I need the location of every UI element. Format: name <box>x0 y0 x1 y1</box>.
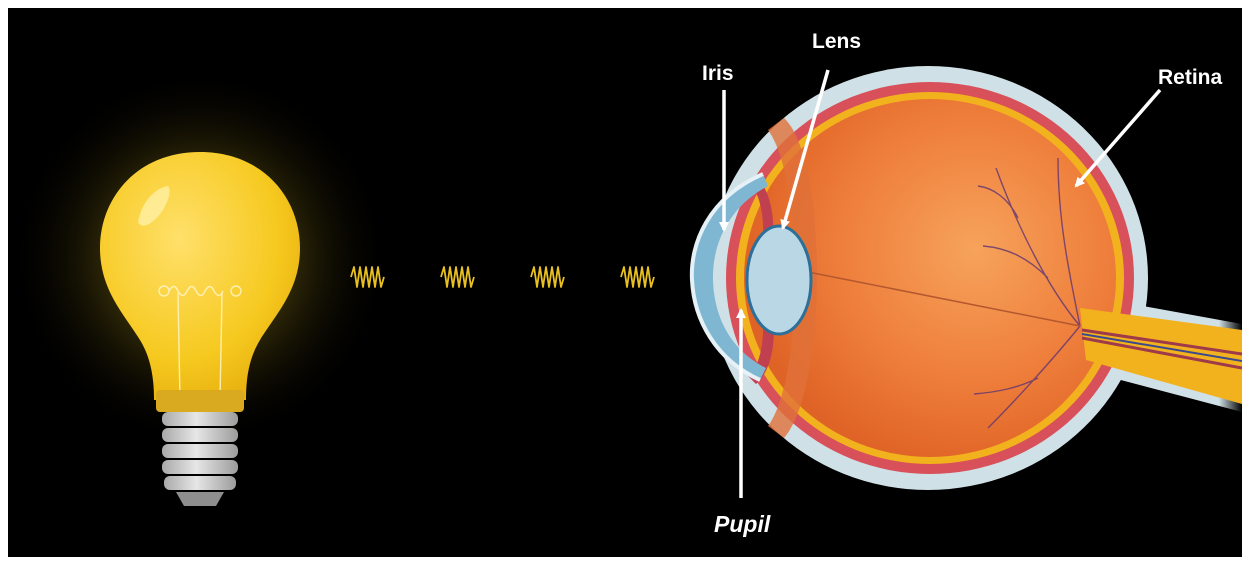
eye-light-diagram <box>8 8 1242 557</box>
light-wave-icon <box>531 267 564 287</box>
retina-label: Retina <box>1158 66 1222 90</box>
light-bulb-icon <box>10 68 390 506</box>
bulb-collar <box>156 390 244 412</box>
pupil-label: Pupil <box>714 511 770 538</box>
light-waves <box>351 267 654 287</box>
diagram-canvas: Iris Lens Retina Pupil <box>8 8 1242 557</box>
eye-anatomy-icon <box>692 66 1242 490</box>
iris-label: Iris <box>702 62 734 86</box>
light-wave-icon <box>621 267 654 287</box>
light-wave-icon <box>441 267 474 287</box>
lens <box>747 226 811 334</box>
lens-label: Lens <box>812 30 861 54</box>
